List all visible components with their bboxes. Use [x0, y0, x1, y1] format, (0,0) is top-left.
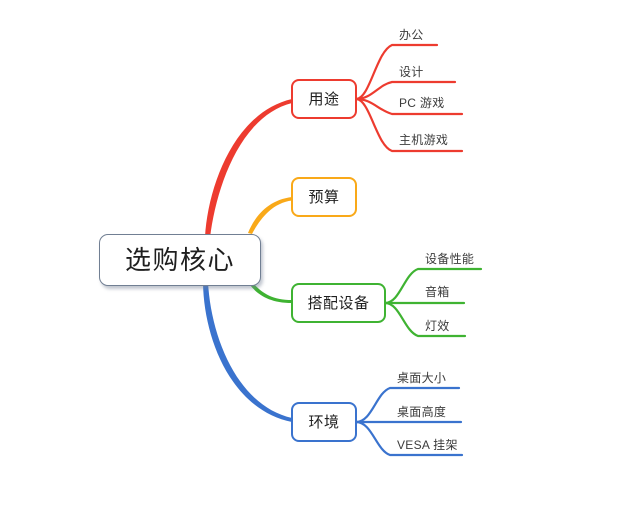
trunk-budget: [248, 197, 292, 234]
trunk-usage: [205, 99, 292, 238]
branch-node-budget[interactable]: 预算: [291, 177, 357, 217]
branch-node-usage[interactable]: 用途: [291, 79, 357, 119]
leaf-gear-1[interactable]: 设备性能: [425, 252, 475, 266]
branch-node-gear[interactable]: 搭配设备: [291, 283, 386, 323]
leaf-usage-2[interactable]: 设计: [399, 65, 424, 79]
leaf-gear-3[interactable]: 灯效: [425, 319, 450, 333]
leaf-environment-1[interactable]: 桌面大小: [397, 371, 447, 385]
leaf-gear-2[interactable]: 音箱: [425, 285, 450, 299]
leaf-environment-3[interactable]: VESA 挂架: [397, 438, 458, 452]
branch-node-environment-label: 环境: [308, 413, 340, 431]
leaf-environment-2[interactable]: 桌面高度: [397, 405, 447, 419]
branch-node-usage-label: 用途: [308, 90, 340, 108]
trunk-gear: [250, 283, 292, 303]
link-usage-1: [354, 43, 439, 101]
leaf-usage-4[interactable]: 主机游戏: [399, 133, 449, 147]
leaf-usage-3[interactable]: PC 游戏: [399, 96, 445, 110]
leaf-usage-1[interactable]: 办公: [399, 28, 424, 42]
branch-node-environment[interactable]: 环境: [291, 402, 357, 442]
trunk-environment: [203, 282, 292, 422]
branch-node-budget-label: 预算: [308, 188, 340, 206]
root-node-label: 选购核心: [124, 245, 235, 275]
root-node[interactable]: 选购核心: [99, 234, 261, 286]
branch-node-gear-label: 搭配设备: [307, 294, 370, 312]
